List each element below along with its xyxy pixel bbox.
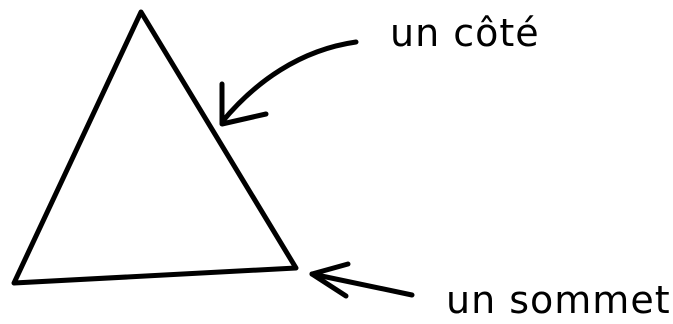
side-arrow (219, 39, 359, 127)
vertex-arrow-head (309, 261, 351, 299)
vertex-arrow (309, 261, 415, 299)
vertex-label: un sommet (446, 278, 671, 322)
side-arrow-shaft (219, 39, 359, 125)
side-label: un côté (390, 11, 540, 55)
triangle (11, 9, 299, 286)
vertex-arrow-shaft (309, 271, 415, 298)
side-arrow-head (219, 81, 269, 127)
